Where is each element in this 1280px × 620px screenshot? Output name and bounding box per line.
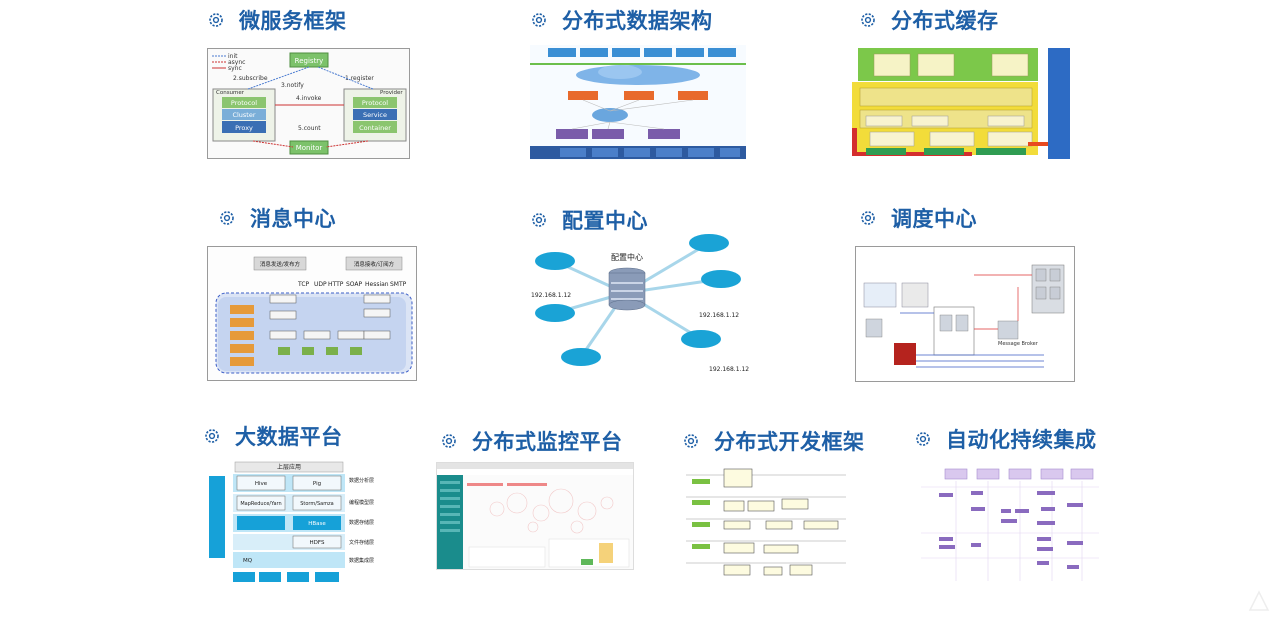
step-subscribe: 2.subscribe <box>233 75 268 82</box>
cell-pig: Pig <box>313 481 321 487</box>
gear-icon <box>440 432 458 450</box>
gear-icon <box>207 11 225 29</box>
tile-title-label: 分布式监控平台 <box>472 430 623 454</box>
protocol-udp: UDP <box>314 281 327 288</box>
gear-icon <box>218 209 236 227</box>
gear-icon <box>530 11 548 29</box>
tile-title-label: 消息中心 <box>250 207 336 231</box>
tile-title: 消息中心 <box>218 203 336 233</box>
ip-left: 192.168.1.12 <box>531 292 571 299</box>
cell-hive: Hive <box>255 481 268 487</box>
step-invoke: 4.invoke <box>296 95 322 102</box>
dev-framework-diagram <box>686 463 846 583</box>
microservice-diagram: init async sync Registry 2.subscribe 3.n… <box>207 48 410 159</box>
gear-icon <box>859 209 877 227</box>
ci-flow-diagram <box>921 463 1099 583</box>
provider-service: Service <box>363 111 387 119</box>
monitor-label: Monitor <box>296 144 323 152</box>
consumer-cluster: Cluster <box>232 111 255 119</box>
consumer-label: Consumer <box>216 90 245 96</box>
layer-data-storage: 数据存储层 <box>349 519 374 526</box>
layer-file-storage: 文件存储层 <box>349 539 374 546</box>
tile-title: 微服务框架 <box>207 5 347 35</box>
cell-mapreduce: MapReduce/Yarn <box>240 501 281 507</box>
gear-icon <box>530 211 548 229</box>
watermark-icon <box>1246 588 1272 614</box>
gear-icon <box>914 430 932 448</box>
step-notify: 3.notify <box>281 82 304 89</box>
tile-title: 分布式开发框架 <box>682 426 865 456</box>
ip-right-bottom: 192.168.1.12 <box>709 366 749 373</box>
provider-label: Provider <box>380 90 403 96</box>
tile-title-label: 分布式缓存 <box>891 9 999 33</box>
legend-sync: sync <box>228 65 242 72</box>
tile-title: 配置中心 <box>530 205 648 235</box>
tile-title: 分布式缓存 <box>859 5 999 35</box>
tile-title: 分布式监控平台 <box>440 426 623 456</box>
provider-container: Container <box>359 124 391 132</box>
step-count: 5.count <box>298 125 321 132</box>
protocol-soap: SOAP <box>346 281 363 288</box>
layer-integration: 数据集成层 <box>349 557 374 564</box>
message-broker-label: Message Broker <box>998 341 1039 347</box>
tile-title: 分布式数据架构 <box>530 5 713 35</box>
gear-icon <box>859 11 877 29</box>
consumer-protocol: Protocol <box>231 99 257 107</box>
legend-async: async <box>228 59 245 66</box>
provider-protocol: Protocol <box>362 99 388 107</box>
cell-hdfs: HDFS <box>310 540 325 546</box>
cell-hbase: HBase <box>308 521 326 527</box>
scheduler-diagram: Message Broker <box>855 246 1075 382</box>
step-register: 1.register <box>345 75 374 82</box>
tile-title: 自动化持续集成 <box>914 424 1097 454</box>
consumer-proxy: Proxy <box>235 124 253 132</box>
distributed-cache-diagram <box>852 48 1070 159</box>
monitoring-screenshot <box>436 462 634 570</box>
gear-icon <box>203 427 221 445</box>
tile-title: 调度中心 <box>859 203 977 233</box>
data-architecture-diagram <box>530 45 746 160</box>
tile-title-label: 微服务框架 <box>239 9 347 33</box>
bigdata-top-label: 上层应用 <box>277 463 301 471</box>
config-center-label: 配置中心 <box>611 252 643 262</box>
gear-icon <box>682 432 700 450</box>
cell-mq: MQ <box>243 558 253 564</box>
bigdata-diagram: 上层应用 Hive Pig MapReduce/Yarn Storm/Samza… <box>207 458 375 590</box>
tile-title-label: 大数据平台 <box>235 425 343 449</box>
layer-programming: 编程模型层 <box>349 499 374 506</box>
layer-analysis: 数据分析层 <box>349 477 374 484</box>
tile-title-label: 配置中心 <box>562 209 648 233</box>
message-center-diagram: 消息发送/发布方 消息接收/订阅方 TCP UDP HTTP SOAP Hess… <box>207 246 417 381</box>
tile-title: 大数据平台 <box>203 421 343 451</box>
tile-title-label: 分布式数据架构 <box>562 9 713 33</box>
tile-title-label: 调度中心 <box>891 207 977 231</box>
registry-label: Registry <box>295 57 324 65</box>
publisher-label: 消息发送/发布方 <box>260 260 301 268</box>
config-center-diagram: 配置中心 192.168.1.12 192.168.1.12 192.168.1… <box>525 233 755 378</box>
protocol-tcp: TCP <box>297 281 310 288</box>
subscriber-label: 消息接收/订阅方 <box>354 260 395 268</box>
protocol-hessian: Hessian <box>365 281 389 288</box>
protocol-http: HTTP <box>328 281 344 288</box>
tile-title-label: 分布式开发框架 <box>714 430 865 454</box>
cell-storm: Storm/Samza <box>300 501 334 507</box>
tile-title-label: 自动化持续集成 <box>946 428 1097 452</box>
ip-right-top: 192.168.1.12 <box>699 312 739 319</box>
legend-init: init <box>228 53 238 60</box>
protocol-smtp: SMTP <box>390 281 407 288</box>
